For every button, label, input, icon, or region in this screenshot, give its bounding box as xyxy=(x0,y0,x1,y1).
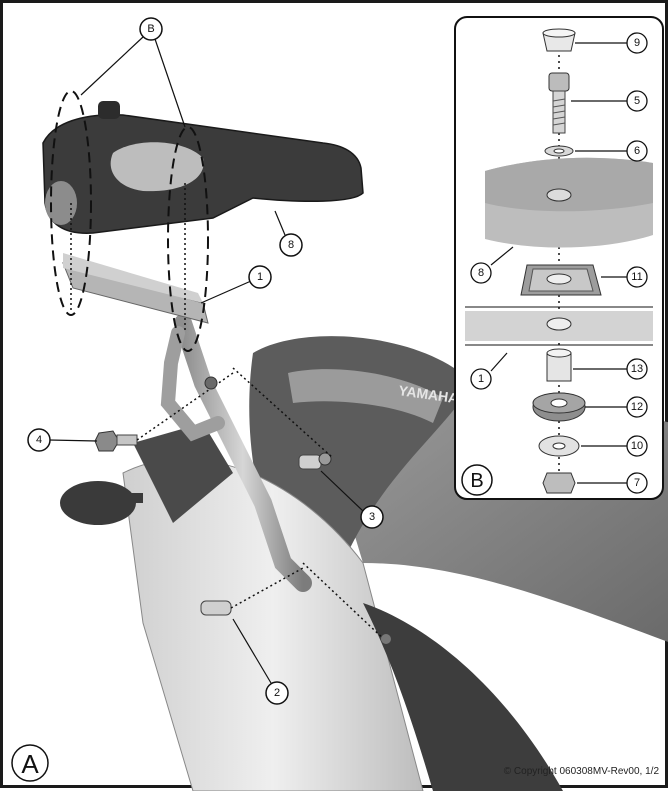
rear-fender xyxy=(363,603,563,791)
plate-handle xyxy=(98,101,120,119)
callout-8-circle xyxy=(279,233,303,257)
callout-1: 1 xyxy=(257,271,263,283)
callout-b-8: 8 xyxy=(478,267,484,279)
callout-3: 3 xyxy=(369,511,375,523)
view-b-label: B xyxy=(470,470,483,492)
callout-b: B xyxy=(147,23,154,35)
chassis-shadow xyxy=(133,423,233,523)
bolt-2 xyxy=(200,562,391,644)
callout-b-11: 11 xyxy=(631,271,642,283)
plate-knob xyxy=(45,181,77,225)
tail-stripe xyxy=(288,369,443,423)
frame-bolt-head xyxy=(204,376,218,390)
bolt-3 xyxy=(232,367,334,470)
callout-2-circle xyxy=(265,681,289,705)
callout-4: 4 xyxy=(36,434,42,446)
callout-b-circle xyxy=(139,17,163,41)
callout-b-5: 5 xyxy=(634,95,640,107)
callout-3-circle xyxy=(360,505,384,529)
view-a-label-circle xyxy=(11,744,49,782)
callout-4-circle xyxy=(27,428,51,452)
callout-b-6: 6 xyxy=(634,145,640,157)
callout-b-9: 9 xyxy=(634,37,640,49)
leader-1 xyxy=(200,280,252,304)
plate-cutout xyxy=(110,142,204,192)
callout-1-circle xyxy=(248,265,272,289)
part-7-nut xyxy=(542,472,576,494)
highlight-ellipse-left xyxy=(50,90,92,316)
leader-4 xyxy=(48,439,98,442)
callout-2: 2 xyxy=(274,687,280,699)
detail-highlights xyxy=(50,36,209,352)
callout-b-13: 13 xyxy=(631,363,643,375)
highlight-ellipse-right xyxy=(167,126,209,352)
view-b-inset: 9 5 6 8 11 1 13 12 10 7 B xyxy=(454,16,664,500)
leader-8 xyxy=(274,210,286,236)
plate-body xyxy=(42,114,364,234)
leader-b-right xyxy=(154,38,186,128)
view-b-label-circle xyxy=(461,464,493,496)
view-a-label: A xyxy=(21,749,39,779)
part-5-bolt-head xyxy=(548,72,570,92)
copyright-notice: © Copyright 060308MV-Rev00, 1/2 xyxy=(503,766,659,777)
callout-8: 8 xyxy=(288,239,294,251)
part-13-spacer xyxy=(546,352,572,382)
leader-b-left xyxy=(80,36,144,96)
callout-b-12: 12 xyxy=(631,401,643,413)
callout-b-10: 10 xyxy=(631,440,643,452)
callouts-view-a: B 8 1 4 3 2 xyxy=(27,17,384,705)
frame-tube-main xyxy=(174,314,312,592)
callout-b-7: 7 xyxy=(634,477,640,489)
monorack-plate xyxy=(42,101,364,234)
leader-3 xyxy=(320,470,364,512)
view-a-illustration: YAMAHA xyxy=(11,16,668,791)
inset-frame xyxy=(454,16,664,500)
frame-top-plate xyxy=(63,253,203,303)
turn-signal xyxy=(60,481,136,525)
frame-tube-rear xyxy=(160,326,225,442)
callout-b-1: 1 xyxy=(478,373,484,385)
leader-2 xyxy=(232,618,272,684)
turn-signal-stem xyxy=(123,493,143,503)
